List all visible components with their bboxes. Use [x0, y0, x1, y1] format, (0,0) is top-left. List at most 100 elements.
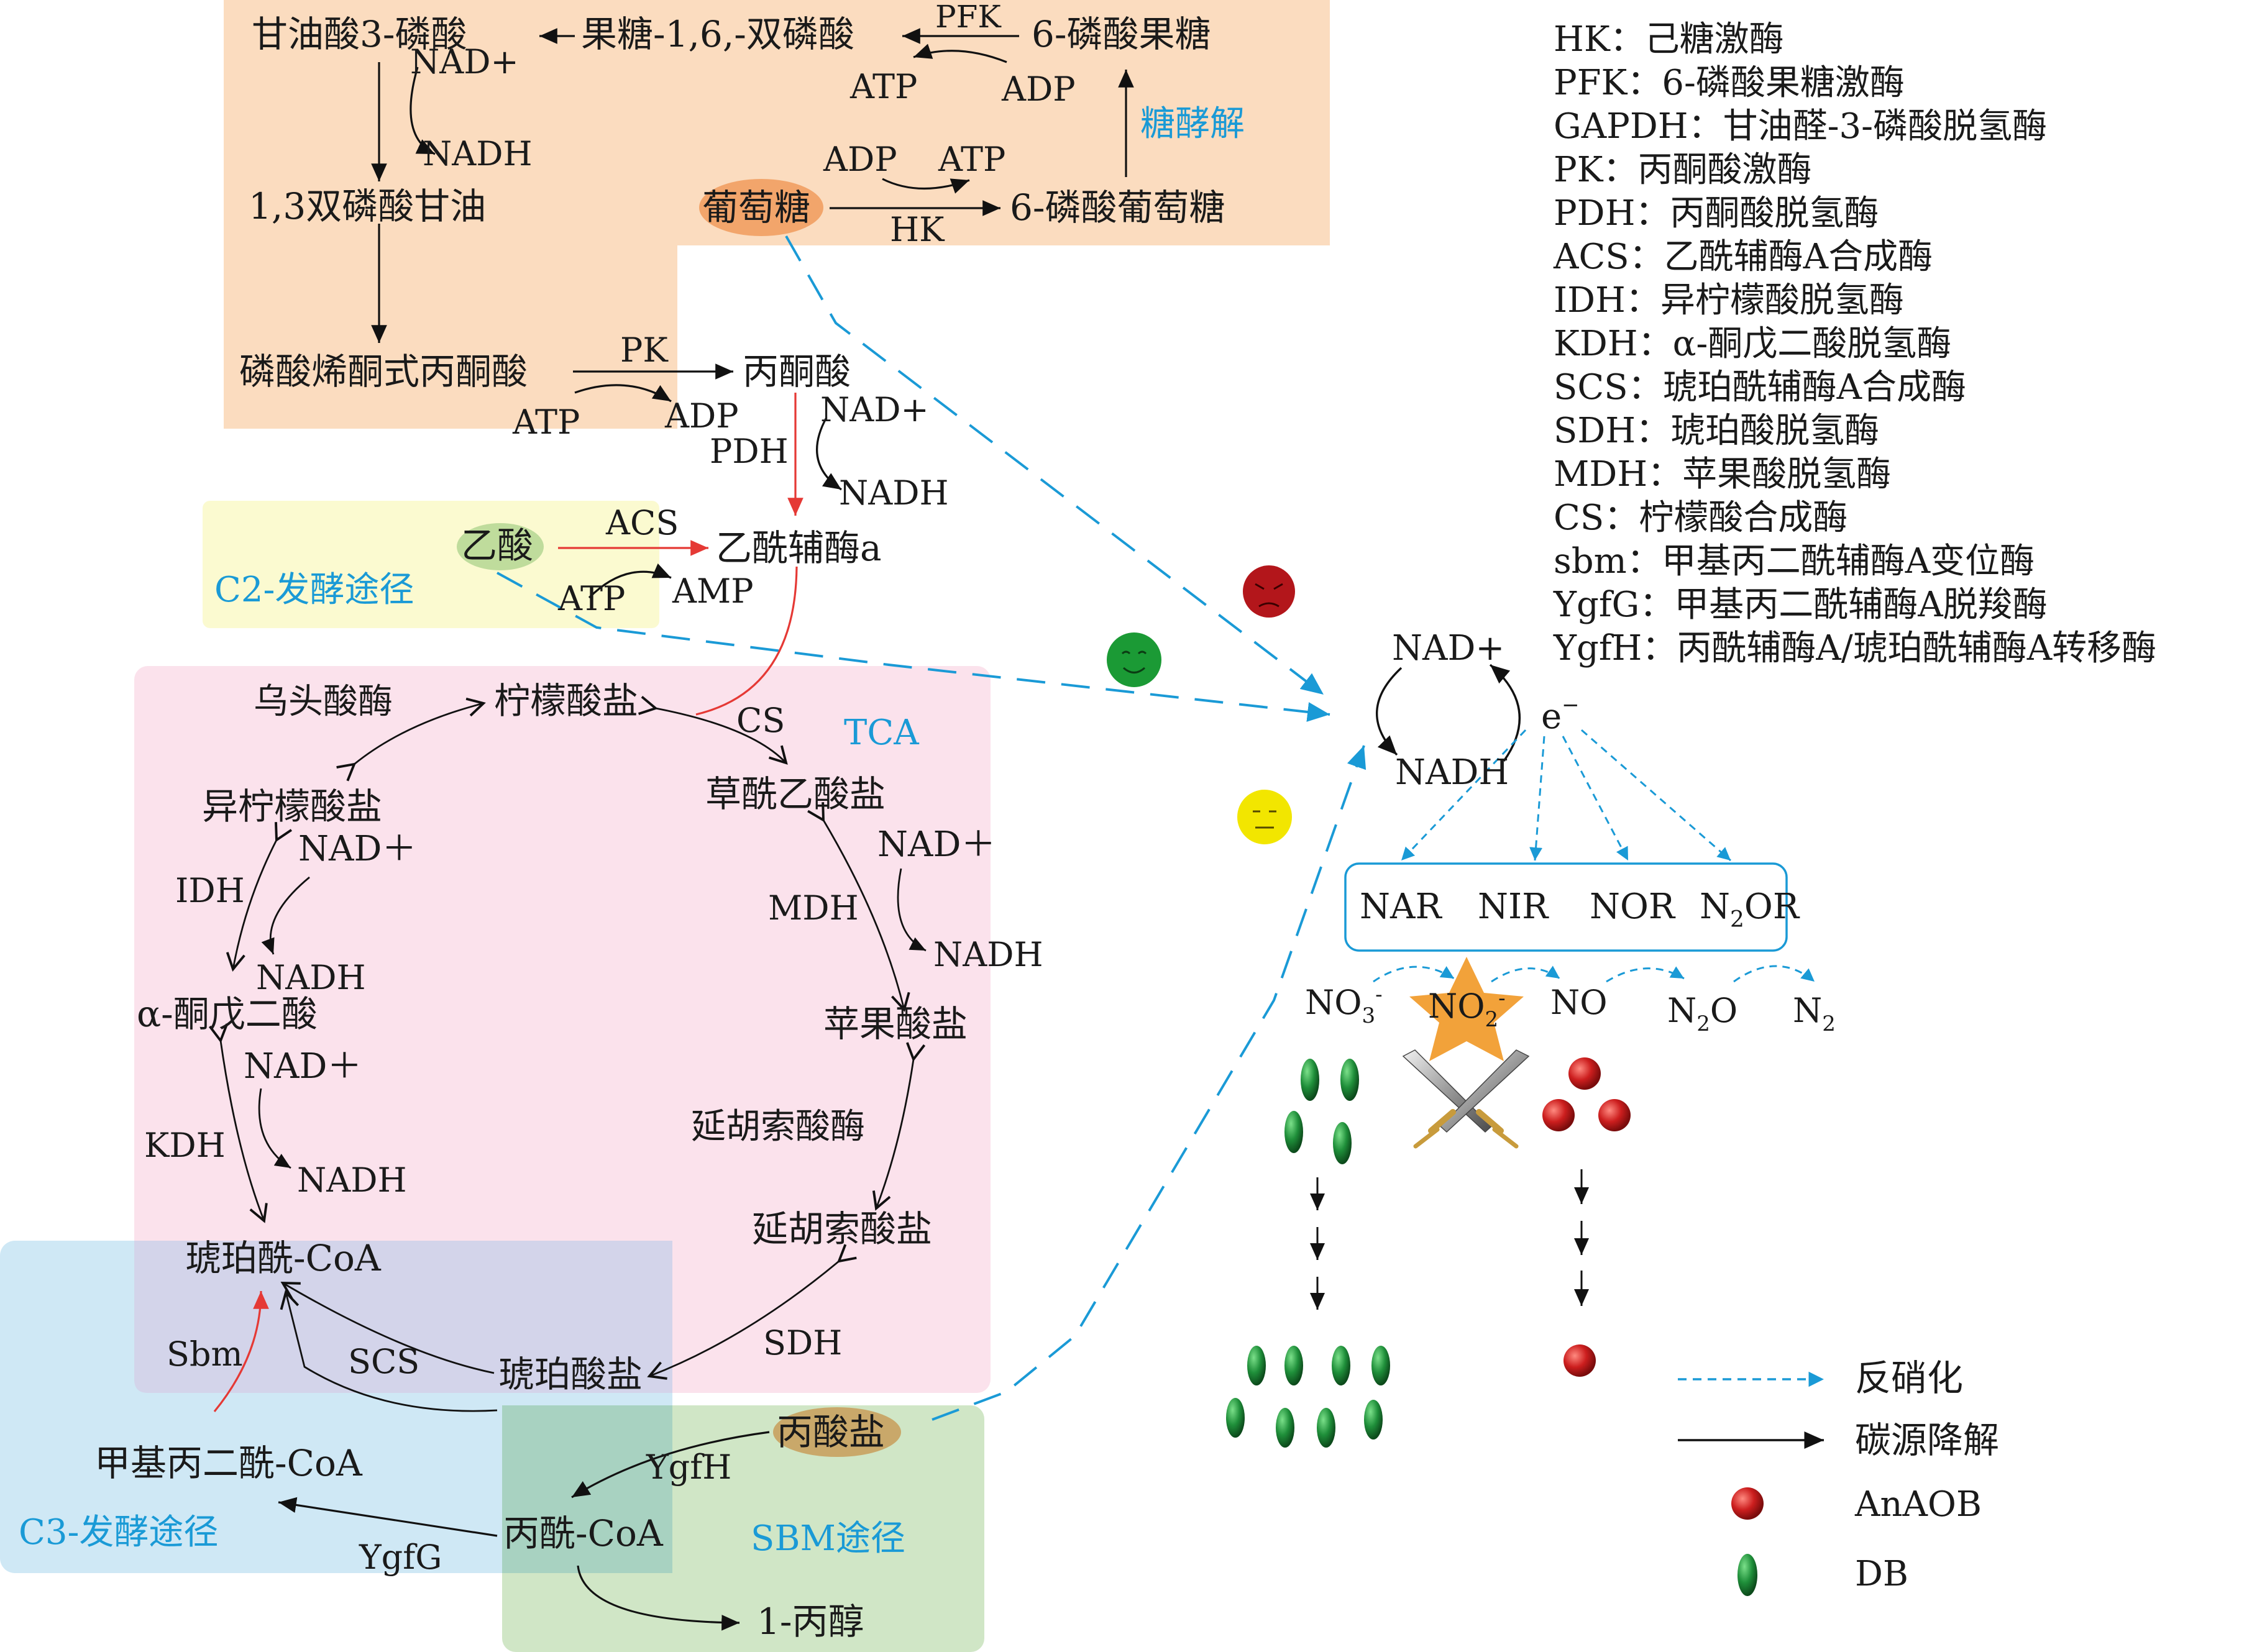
- arrow-nad-to-nadh: [1376, 667, 1403, 756]
- legend-anaob: AnAOB: [1854, 1484, 1982, 1525]
- abbrev-item: PK：丙酮酸激酶: [1554, 150, 1812, 190]
- abbrev-item: MDH：苹果酸脱氢酶: [1554, 454, 1891, 495]
- step-no-n2o: [1606, 966, 1685, 983]
- legend-db: DB: [1855, 1554, 1908, 1594]
- enzyme-pfk: PFK: [935, 0, 1002, 35]
- cofactor-adp1: ADP: [1001, 70, 1076, 109]
- node-propanol: 1-丙醇: [757, 1600, 864, 1643]
- db-cluster-bottom: [1226, 1346, 1390, 1448]
- abbrev-item: ACS：乙酰辅酶A合成酶: [1553, 237, 1933, 277]
- legend-denitrification: 反硝化: [1855, 1357, 1963, 1399]
- arrow-atp-adp-pk: [574, 384, 672, 403]
- redox-nad: NAD+: [1392, 628, 1504, 669]
- enzyme-aconitase: 乌头酸酶: [254, 682, 393, 722]
- arrow-atp-amp-acs: [588, 563, 672, 599]
- arrow-propionylcoa-to-propanol: [577, 1565, 740, 1631]
- arrow-propionylcoa-to-methylmalonyl: [278, 1497, 498, 1537]
- step-n2o-n2: [1733, 965, 1815, 983]
- species-no: NO: [1550, 983, 1608, 1022]
- arrow-malate-fumarate: [872, 1042, 926, 1211]
- species-n2: N2: [1793, 991, 1836, 1036]
- star-icon: [1409, 957, 1524, 1061]
- arrow-nad-nadh2: [816, 417, 842, 491]
- cofactor-amp-c2: AMP: [672, 572, 754, 611]
- abbrev-item: YgfG：甲基丙二酰辅酶A脱羧酶: [1553, 585, 2048, 625]
- legend-anaob-icon: [1731, 1487, 1764, 1520]
- cofactor-atp-c2: ATP: [557, 579, 625, 618]
- face-angry-icon: [1243, 565, 1295, 618]
- step-no3-no2: [1373, 965, 1455, 983]
- cofactor-adp3: ADP: [664, 396, 739, 436]
- arrow-oxaloacetate-malate: [807, 802, 910, 1012]
- cofactor-nad2: NAD+: [820, 390, 929, 429]
- tca-region: [134, 666, 991, 1393]
- node-acetylcoa: 乙酰辅酶a: [716, 527, 882, 569]
- arrow-isocitrate-akg: [226, 822, 293, 972]
- abbrev-item: CS：柠檬酸合成酶: [1554, 498, 1847, 538]
- node-glucose: 葡萄糖: [702, 186, 810, 229]
- node-malate: 苹果酸盐: [823, 1003, 968, 1045]
- arrow-nad-nadh-idh: [261, 876, 310, 955]
- cofactor-nad-tca3: NAD＋: [877, 824, 996, 865]
- arrow-nad-nadh-kdh: [258, 1088, 291, 1169]
- e-to-nar: [1400, 729, 1527, 862]
- tca-arrows: [209, 695, 927, 1412]
- arrow-nad-nadh-mdh: [897, 868, 927, 952]
- abbrev-item: GAPDH：甘油醛-3-磷酸脱氢酶: [1554, 106, 2047, 147]
- cofactor-nad-tca1: NAD＋: [298, 829, 416, 869]
- node-citrate: 柠檬酸盐: [494, 680, 638, 722]
- nitrogen-step-arrows: [1373, 965, 1815, 983]
- enzyme-kdh: KDH: [144, 1126, 226, 1165]
- enzyme-scs: SCS: [348, 1342, 419, 1381]
- enzyme-box: [1344, 862, 1788, 952]
- node-succinate: 琥珀酸盐: [498, 1353, 643, 1395]
- arrow-aconitase-citrate: [336, 697, 486, 782]
- node-fumarate: 延胡索酸盐: [752, 1208, 932, 1250]
- node-acetate: 乙酸: [461, 524, 533, 567]
- enzyme-nor: NOR: [1590, 887, 1676, 927]
- enzyme-ygfh: YgfH: [646, 1448, 731, 1487]
- abbrev-item: SCS：琥珀酰辅酶A合成酶: [1554, 367, 1966, 408]
- acetate-highlight: [457, 523, 544, 570]
- species-no2: NO2-: [1428, 986, 1506, 1032]
- arrow-atp-adp-pfk: [913, 43, 1007, 63]
- enzyme-nar: NAR: [1360, 887, 1442, 927]
- node-g6p: 6-磷酸葡萄糖: [1010, 186, 1225, 229]
- arrow-nadh-to-nad: [1489, 664, 1521, 762]
- cofactor-nadh-tca3: NADH: [933, 935, 1043, 974]
- enzyme-pdh: PDH: [710, 432, 789, 471]
- connector-glucose: [785, 235, 1325, 696]
- cofactor-nad1: NAD+: [410, 42, 519, 81]
- db-cluster-top: [1284, 1059, 1359, 1164]
- cofactor-nadh1: NADH: [423, 134, 533, 173]
- abbrev-item: KDH：α-酮戊二酸脱氢酶: [1554, 324, 1951, 364]
- propionate-highlight: [773, 1407, 901, 1457]
- region-label-tca: TCA: [844, 713, 919, 753]
- node-fbp: 果糖-1,6,-双磷酸: [581, 13, 854, 55]
- cofactor-nadh2: NADH: [839, 473, 949, 513]
- enzyme-hk: HK: [890, 210, 945, 249]
- node-bpg: 1,3双磷酸甘油: [249, 185, 486, 227]
- node-akg: α-酮戊二酸: [137, 993, 318, 1035]
- legend-db-icon: [1737, 1554, 1757, 1596]
- glucose-highlight: [699, 179, 823, 236]
- glycolysis-arrows: [371, 28, 1134, 491]
- node-f6p: 6-磷酸果糖: [1032, 13, 1211, 55]
- cofactor-atp1: ATP: [849, 67, 917, 106]
- node-propionylcoa: 丙酰-CoA: [503, 1512, 664, 1554]
- abbrev-item: HK：己糖激酶: [1554, 19, 1784, 60]
- redox-electron: e−: [1541, 693, 1580, 737]
- region-label-sbm: SBM途径: [751, 1518, 905, 1559]
- arrow-succinate-succoa-lower: [280, 1290, 498, 1412]
- region-label-c3: C3-发酵途径: [19, 1512, 218, 1553]
- text-layer: 糖酵解 C2-发酵途径 TCA C3-发酵途径 SBM途径 甘油酸3-磷酸 果糖…: [19, 0, 2156, 1643]
- species-no3: NO3-: [1305, 982, 1383, 1028]
- cofactor-nadh-tca2: NADH: [297, 1161, 407, 1200]
- abbrev-item: SDH：琥珀酸脱氢酶: [1554, 411, 1879, 451]
- enzyme-nir: NIR: [1478, 887, 1549, 927]
- abbrev-item: YgfH：丙酰辅酶A/琥珀酰辅酶A转移酶: [1553, 628, 2156, 669]
- node-methylmalonyl: 甲基丙二酰-CoA: [94, 1442, 363, 1484]
- c2-region: [203, 501, 659, 628]
- arrow-citrate-oxaloacetate: [638, 695, 788, 765]
- redox-nadh: NADH: [1395, 752, 1509, 793]
